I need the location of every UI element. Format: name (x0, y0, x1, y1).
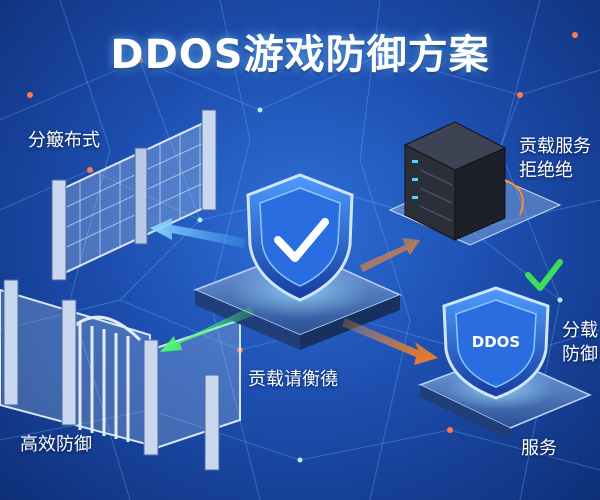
arrow-blue (150, 218, 245, 248)
label-mid-right-line1: 分载 (562, 320, 598, 341)
label-top-right-line1: 贡载服务 (519, 136, 591, 157)
label-top-left: 分簸布式 (28, 130, 100, 151)
fence-top-left (51, 109, 217, 281)
label-bottom-right: 服务 (521, 438, 557, 459)
ddos-shield (442, 286, 550, 400)
server-rack (388, 121, 562, 246)
arrow-orange-top (360, 238, 420, 272)
label-mid-right-line2: 防御 (562, 344, 598, 365)
arrow-orange-bottom (342, 318, 438, 365)
ddos-shield-text: DDOS (471, 333, 521, 351)
check-icon (525, 259, 563, 291)
fence-bottom-left (0, 279, 241, 471)
arrow-green (160, 307, 255, 352)
page-title: DDOS游戏防御方案 (110, 32, 490, 78)
label-top-right-line2: 拒绝绝 (519, 160, 573, 181)
label-center: 贡载请衡徺 (248, 369, 338, 390)
center-shield (246, 173, 354, 302)
label-bottom-left: 高效防御 (20, 434, 92, 455)
